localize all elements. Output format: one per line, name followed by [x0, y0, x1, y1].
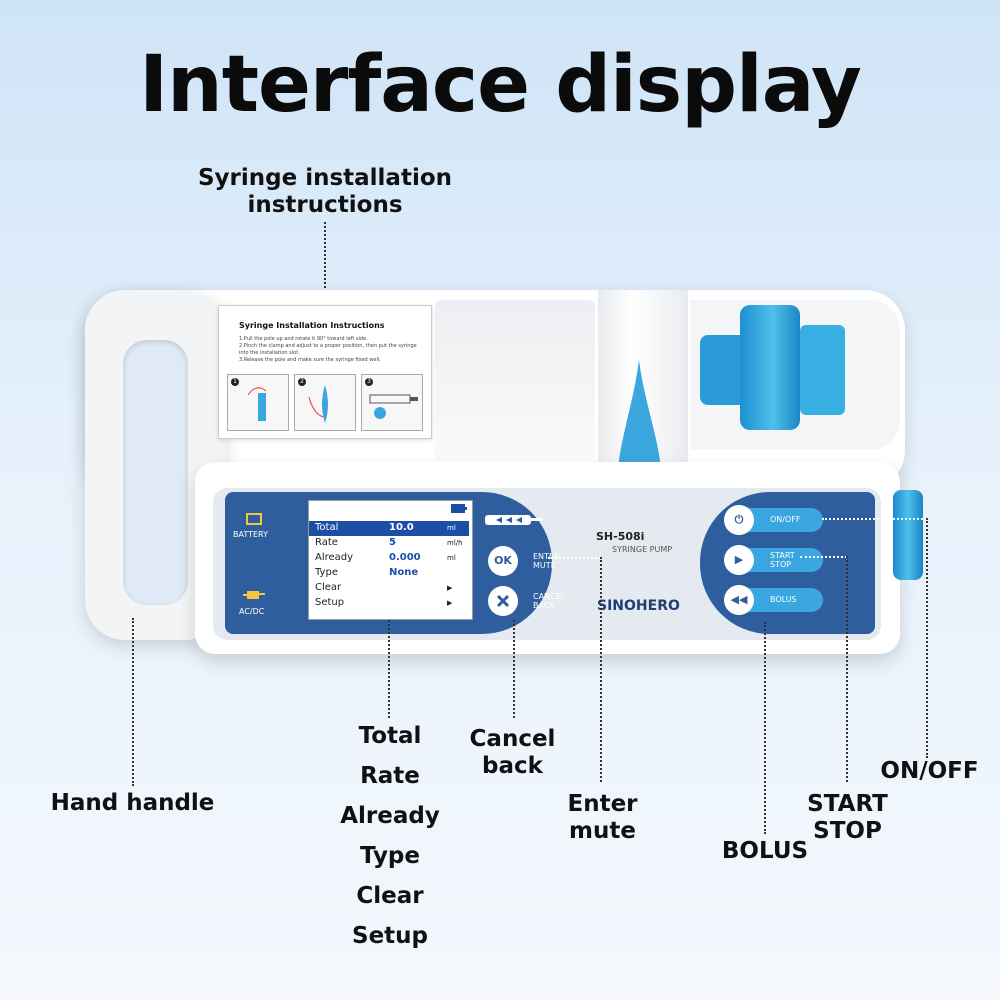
instruction-image-2: 2	[294, 374, 356, 431]
screen-row-value: 0.000	[389, 552, 421, 563]
screen-row-unit: ml	[447, 524, 456, 532]
syringe-channel	[435, 300, 595, 460]
callout-line-onoff	[926, 518, 928, 758]
callout-line-start-h	[800, 556, 847, 558]
callout-syringe-instructions: Syringe installation instructions	[197, 165, 453, 218]
callout-line-enter	[600, 557, 602, 782]
clamp-icon	[308, 385, 328, 423]
screen-row-key: Total	[315, 522, 339, 533]
screen-row-value: None	[389, 567, 419, 578]
power-icon: ⏻	[724, 505, 754, 535]
callout-line-instructions	[324, 222, 326, 304]
screen-row-unit: ▶	[447, 584, 453, 592]
side-knob[interactable]	[893, 490, 923, 580]
screen-row-unit: ml/h	[447, 539, 463, 547]
enter-mute-label: ENTER MUTE	[533, 552, 560, 570]
callout-cancel-back: Cancel back	[469, 726, 556, 779]
cancel-back-button[interactable]	[488, 586, 518, 616]
callout-line-bolus	[764, 622, 766, 834]
clamp-arm	[800, 325, 845, 415]
screen-row-value: 10.0	[389, 522, 414, 533]
cancel-back-label: CANCEL BACK	[533, 592, 566, 610]
screen-row-unit: ml	[447, 554, 456, 562]
screen-row-key: Setup	[315, 597, 345, 608]
screen-row-value: 5	[389, 537, 396, 548]
product-type: SYRINGE PUMP	[612, 545, 673, 554]
rewind-icon: ◀◀	[724, 585, 754, 615]
callout-line-start	[846, 556, 848, 782]
brand-logo: SINOHERO	[597, 598, 680, 614]
screen-row-already: Already 0.000 ml	[309, 551, 469, 566]
syringe-icon	[369, 394, 418, 419]
callout-line-screen	[388, 620, 390, 718]
syringe-clamp[interactable]	[740, 305, 800, 430]
syringe-graphic-icon	[485, 515, 543, 525]
screen-row-total: Total 10.0 ml	[309, 521, 469, 536]
acdc-label: AC/DC	[239, 607, 265, 616]
instruction-card-heading: Syringe Installation Instructions	[239, 321, 385, 330]
syringe-pole-icon	[247, 387, 267, 421]
callout-on-off: ON/OFF	[880, 758, 979, 784]
handle-opening	[123, 340, 188, 605]
instruction-card: Syringe Installation Instructions 1.Pull…	[218, 305, 432, 439]
screen-battery-icon	[451, 504, 467, 513]
screen-row-key: Already	[315, 552, 354, 563]
callout-start-stop: START STOP	[807, 791, 888, 844]
start-stop-icon: ▶	[724, 545, 754, 575]
screen-row-rate: Rate 5 ml/h	[309, 536, 469, 551]
callout-line-onoff-h	[822, 518, 927, 520]
screen-row-type: Type None	[309, 566, 469, 581]
callout-enter-mute: Enter mute	[567, 791, 638, 844]
status-strip: BATTERY AC/DC	[225, 492, 287, 634]
callout-hand-handle: Hand handle	[50, 790, 215, 816]
callout-screen-items: Total Rate Already Type Clear Setup	[340, 723, 440, 949]
ok-enter-button[interactable]: OK	[488, 546, 518, 576]
instruction-card-steps: 1.Pull the pole up and rotate it 90° tow…	[239, 336, 417, 363]
callout-line-cancel	[513, 620, 515, 718]
screen-row-key: Clear	[315, 582, 342, 593]
instruction-image-1: 1	[227, 374, 289, 431]
instruction-image-3: 3	[361, 374, 423, 431]
callout-line-handle	[132, 618, 134, 786]
battery-icon	[246, 513, 262, 525]
cancel-x-icon	[496, 594, 510, 608]
battery-label: BATTERY	[233, 530, 268, 539]
screen-row-clear: Clear ▶	[309, 581, 469, 596]
plug-icon	[243, 591, 265, 599]
callout-bolus: BOLUS	[721, 838, 809, 864]
screen-row-key: Rate	[315, 537, 338, 548]
callout-line-enter-h	[548, 557, 600, 559]
page-title: Interface display	[139, 40, 862, 130]
screen-row-setup: Setup ▶	[309, 596, 469, 611]
screen-row-key: Type	[315, 567, 338, 578]
plunger-clip[interactable]	[612, 360, 667, 495]
model-name: SH-508i	[596, 530, 645, 543]
screen-row-unit: ▶	[447, 599, 453, 607]
